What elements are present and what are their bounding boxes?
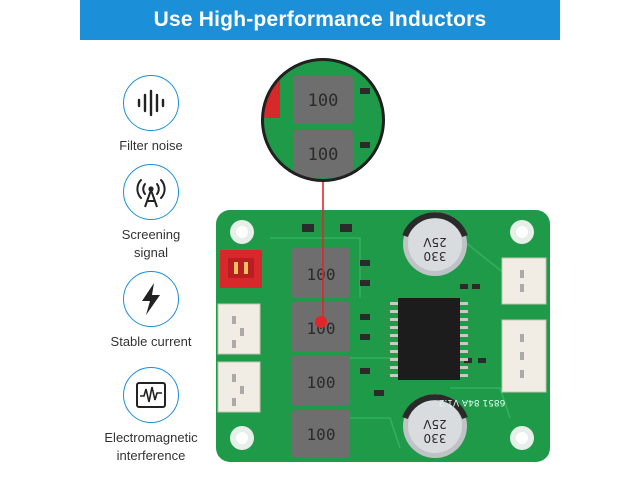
zoom-magnifier: 100 100 <box>261 58 385 182</box>
highlight-marker <box>315 316 327 328</box>
sound-wave-icon <box>123 75 179 131</box>
feature-label: Electromagnetic interference <box>104 430 198 463</box>
right-output-connectors <box>501 257 547 393</box>
amplifier-chip <box>390 298 468 380</box>
left-input-connectors <box>217 303 261 413</box>
svg-text:330: 330 <box>424 431 447 445</box>
pcb-silkscreen: 6851 84A V1.2 <box>439 397 506 407</box>
feature-label: Stable current <box>110 334 192 349</box>
title-banner: Use High-performance Inductors <box>80 0 560 40</box>
inductor-marking: 100 <box>307 319 336 338</box>
lightning-icon <box>123 271 179 327</box>
svg-text:100: 100 <box>308 91 339 111</box>
signal-tower-icon <box>123 164 179 220</box>
capacitor-bottom: 330 25V <box>402 394 468 458</box>
inductor-column: 100 100 100 100 <box>292 248 350 458</box>
svg-text:25V: 25V <box>422 235 446 249</box>
inductor-marking: 100 <box>307 265 336 284</box>
feature-screening-signal: Screening signal <box>96 164 206 262</box>
amplifier-board-photo: 100 100 100 100 330 25V <box>210 58 560 468</box>
capacitor-top: 330 25V <box>402 212 468 276</box>
feature-label: Screening signal <box>121 227 181 260</box>
svg-text:25V: 25V <box>422 417 446 431</box>
inductor-marking: 100 <box>307 373 336 392</box>
oscilloscope-icon <box>123 367 179 423</box>
red-connector <box>220 250 262 288</box>
feature-label: Filter noise <box>119 138 183 153</box>
pcb-board <box>216 210 550 462</box>
inductor-marking: 100 <box>307 425 336 444</box>
svg-text:100: 100 <box>308 145 339 165</box>
feature-stable-current: Stable current <box>96 271 206 351</box>
feature-filter-noise: Filter noise <box>96 75 206 155</box>
feature-electromagnetic-interference: Electromagnetic interference <box>96 367 206 465</box>
svg-text:330: 330 <box>424 249 447 263</box>
banner-title: Use High-performance Inductors <box>153 8 487 31</box>
